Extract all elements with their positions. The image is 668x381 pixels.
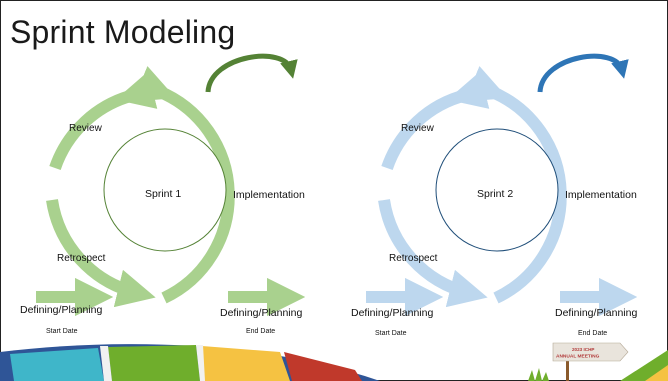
sprint2-center-circle <box>435 128 559 252</box>
sprint2-end-date-label: End Date <box>578 330 607 337</box>
sprint1-implementation-label: Implementation <box>233 189 305 201</box>
event-name-label: ANNUAL MEETING <box>556 354 600 360</box>
sprint1-defining-left-label: Defining/Planning <box>20 304 102 316</box>
sprint2-start-date-label: Start Date <box>375 330 407 337</box>
sprint2-review-label: Review <box>401 123 435 134</box>
sprint1-center-label: Sprint 1 <box>145 188 181 200</box>
sprint2-implementation-label: Implementation <box>565 189 637 201</box>
sprint2-defining-left-label: Defining/Planning <box>351 307 433 319</box>
sprint1-center-circle <box>103 128 227 252</box>
sprint1-start-date-label: Start Date <box>46 328 78 335</box>
sprint1-arc-retrospect <box>46 199 156 308</box>
sprint2-arc-retrospect <box>378 199 488 308</box>
sprint1-end-date-label: End Date <box>246 328 275 335</box>
sprint1-review-label: Review <box>69 123 103 134</box>
footer-decoration <box>0 344 668 381</box>
slide-title: Sprint Modeling <box>10 14 236 50</box>
event-sign: 2023 ICHP ANNUAL MEETING <box>552 342 629 362</box>
sprint1-iteration-arrow <box>205 53 298 93</box>
sprint2-retrospect-label: Retrospect <box>389 253 438 264</box>
sprint1-defining-right-label: Defining/Planning <box>220 307 302 319</box>
sprint2-arc-implementation <box>465 66 567 304</box>
sprint1-arc-review <box>49 71 158 171</box>
sprint1-arc-implementation <box>133 66 235 304</box>
sprint1-cycle <box>36 53 306 317</box>
sprint2-iteration-arrow <box>537 53 629 93</box>
sprint2-cycle <box>366 53 638 317</box>
sprint1-retrospect-label: Retrospect <box>57 253 106 264</box>
sprint2-defining-right-label: Defining/Planning <box>555 307 637 319</box>
event-year-label: 2023 ICHP <box>572 347 594 352</box>
sprint2-arc-review <box>381 71 490 171</box>
sprint2-center-label: Sprint 2 <box>477 188 513 200</box>
